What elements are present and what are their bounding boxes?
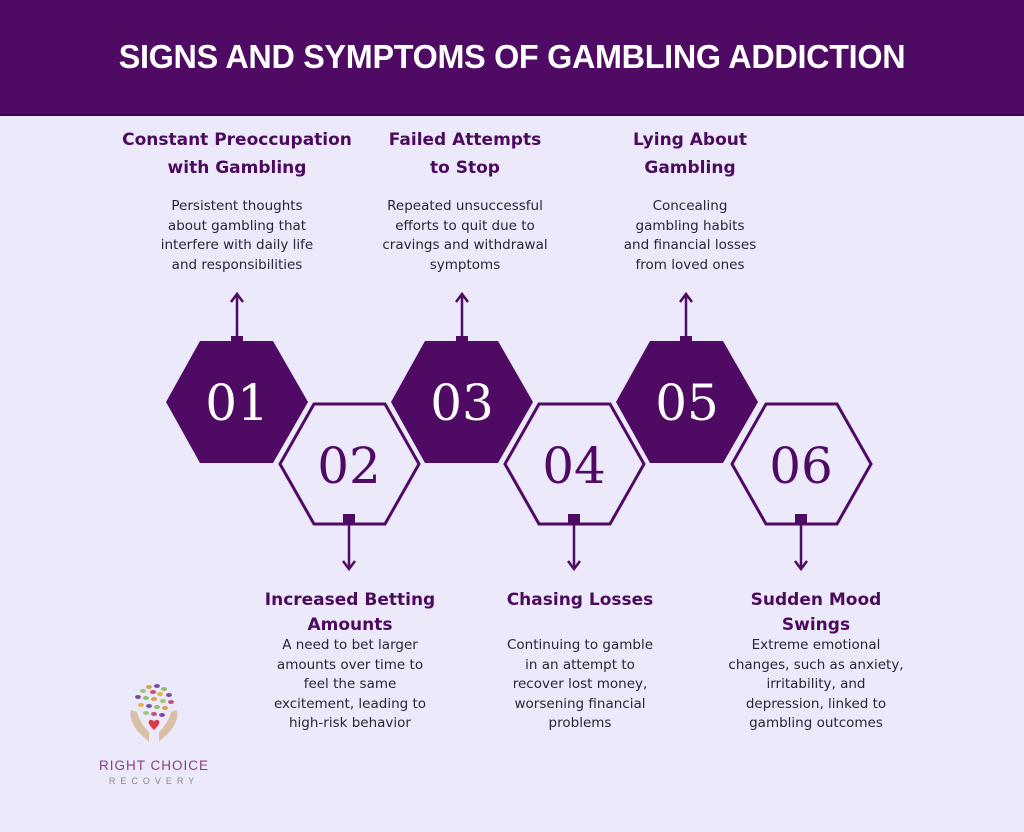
step-number-05: 05: [655, 374, 719, 432]
step-number-04: 04: [542, 437, 606, 495]
desc-line: recover lost money,: [512, 676, 648, 692]
hexagon-06: [730, 402, 873, 526]
step-04-text: Chasing Losses Continuing to gamble in a…: [470, 586, 690, 734]
desc-line: irritability, and: [766, 676, 866, 692]
step-01-title: Constant Preoccupation with Gambling: [87, 126, 387, 182]
step-05-description: Concealing gambling habits and financial…: [575, 197, 805, 275]
arrow-down-icon-06: [794, 524, 808, 572]
title-line: Lying About: [632, 130, 747, 150]
desc-line: symptoms: [429, 256, 501, 273]
title-line: with Gambling: [167, 158, 307, 178]
desc-line: Repeated unsuccessful: [387, 198, 543, 214]
desc-line: changes, such as anxiety,: [728, 656, 904, 673]
step-number-01: 01: [205, 374, 269, 432]
arrow-up-icon-03: [455, 291, 469, 341]
title-line: Chasing Losses: [506, 590, 654, 610]
desc-line: about gambling that: [167, 217, 307, 234]
page-title: SIGNS AND SYMPTOMS OF GAMBLING ADDICTION: [118, 38, 906, 75]
desc-line: efforts to quit due to: [395, 217, 535, 234]
title-line: Amounts: [307, 615, 393, 635]
step-06-title: Sudden Mood Swings: [700, 586, 932, 636]
step-number-06: 06: [769, 437, 833, 495]
connector-knob-04: [568, 514, 580, 524]
logo-brand-text: RIGHT CHOICE: [98, 758, 209, 773]
step-03-title: Failed Attempts to Stop: [340, 126, 590, 182]
arrow-down-icon-02: [342, 524, 356, 572]
step-01-text: Constant Preoccupation with Gambling Per…: [87, 126, 387, 275]
step-03-description: Repeated unsuccessful efforts to quit du…: [340, 197, 590, 275]
desc-line: Concealing: [652, 198, 728, 214]
step-number-02: 02: [317, 437, 381, 495]
title-line: Constant Preoccupation: [122, 130, 352, 150]
connector-knob-06: [795, 514, 807, 524]
title-line: to Stop: [430, 158, 500, 178]
title-line: Swings: [781, 615, 851, 635]
step-04-description: Continuing to gamble in an attempt to re…: [470, 636, 690, 734]
desc-line: and responsibilities: [171, 256, 303, 273]
step-02-text: Increased Betting Amounts A need to bet …: [234, 586, 466, 734]
hexagon-05: [616, 341, 758, 463]
connector-knob-02: [343, 514, 355, 524]
desc-line: interfere with daily life: [160, 237, 314, 253]
step-05-title: Lying About Gambling: [575, 126, 805, 182]
arrow-down-icon-04: [567, 524, 581, 572]
desc-line: amounts over time to: [276, 656, 424, 673]
logo-sub-text: RECOVERY: [108, 776, 200, 786]
desc-line: in an attempt to: [525, 656, 635, 673]
arrow-up-icon-05: [679, 291, 693, 341]
step-02-description: A need to bet larger amounts over time t…: [234, 636, 466, 734]
connector-knob-05: [680, 336, 692, 344]
step-04-title: Chasing Losses: [470, 586, 690, 614]
step-05-text: Lying About Gambling Concealing gambling…: [575, 126, 805, 275]
desc-line: from loved ones: [635, 256, 745, 273]
connector-knob-01: [231, 336, 243, 344]
desc-line: Persistent thoughts: [171, 198, 303, 214]
step-03-text: Failed Attempts to Stop Repeated unsucce…: [340, 126, 590, 275]
desc-line: problems: [548, 715, 612, 731]
desc-line: high-risk behavior: [288, 715, 411, 731]
desc-line: Extreme emotional: [751, 637, 881, 653]
hexagon-02: [278, 402, 421, 526]
connector-knob-03: [456, 336, 468, 344]
desc-line: A need to bet larger: [282, 637, 418, 653]
desc-line: gambling outcomes: [749, 715, 883, 731]
header-banner: SIGNS AND SYMPTOMS OF GAMBLING ADDICTION: [0, 0, 1024, 116]
step-06-text: Sudden Mood Swings Extreme emotional cha…: [700, 586, 932, 734]
title-line: Increased Betting: [264, 590, 436, 610]
title-line: Gambling: [644, 158, 736, 178]
desc-line: feel the same: [303, 676, 397, 692]
step-06-description: Extreme emotional changes, such as anxie…: [700, 636, 932, 734]
title-line: Failed Attempts: [388, 130, 542, 150]
hands-holding-tree-heart-icon: [130, 684, 178, 742]
desc-line: depression, linked to: [745, 695, 887, 712]
step-01-description: Persistent thoughts about gambling that …: [87, 197, 387, 275]
desc-line: and financial losses: [623, 237, 757, 253]
step-number-03: 03: [430, 374, 494, 432]
hexagon-04: [503, 402, 646, 526]
hexagon-01: [166, 341, 308, 463]
desc-line: Continuing to gamble: [506, 637, 654, 653]
desc-line: cravings and withdrawal: [382, 237, 548, 253]
desc-line: gambling habits: [635, 217, 745, 234]
desc-line: excitement, leading to: [273, 695, 427, 712]
step-02-title: Increased Betting Amounts: [234, 586, 466, 636]
title-line: Sudden Mood: [750, 590, 882, 610]
brand-logo: RIGHT CHOICE RECOVERY: [92, 680, 216, 786]
arrow-up-icon-01: [230, 291, 244, 341]
hexagon-03: [391, 341, 533, 463]
desc-line: worsening financial: [514, 695, 646, 712]
